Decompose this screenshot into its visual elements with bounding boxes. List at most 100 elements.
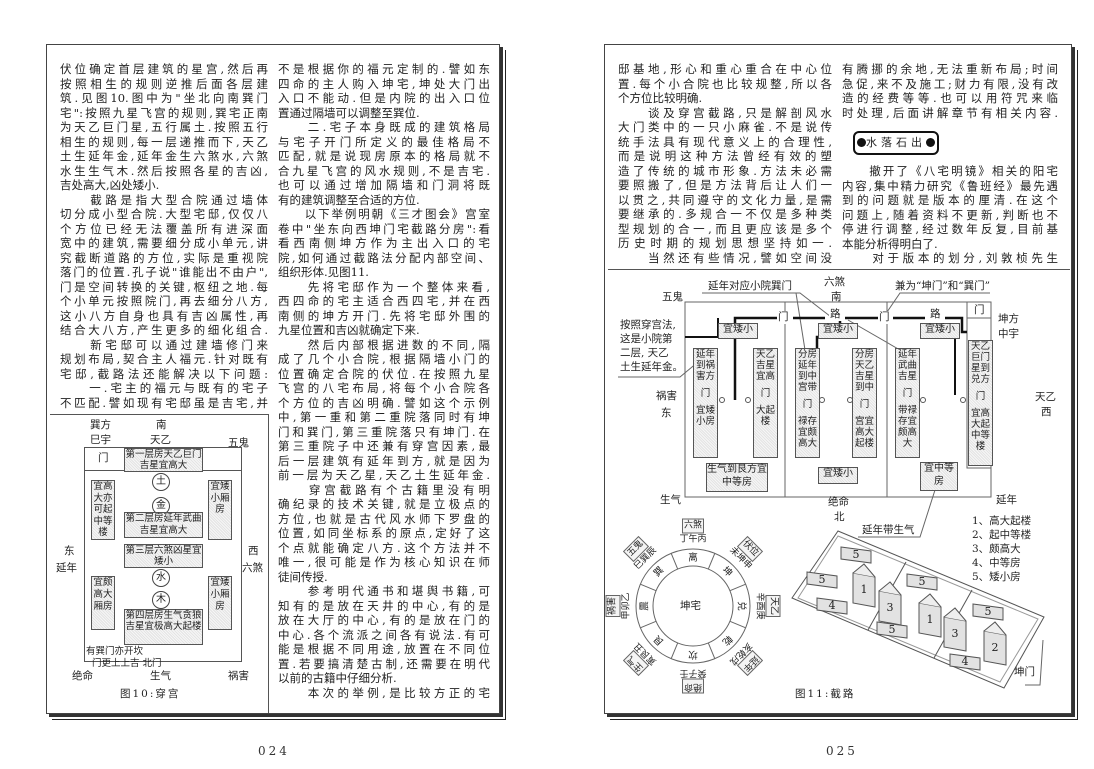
text-line: 个方位的吉凶明确.譬如这个示例 [278, 395, 490, 410]
building-4: 4 [816, 597, 848, 615]
room-column-door: 门 [902, 388, 913, 399]
compass-ring-label: 坎 [688, 648, 698, 660]
left-column-1: 伏位确定首层建筑的星宫,然后再按照相生的规则逆推后面各层建筑.见图10.图中为"… [60, 62, 268, 410]
text-line: 放在大厅的中心,有的是放在门的 [278, 613, 490, 627]
text-line: 而是说明这种方法曾经有效的塑 [618, 149, 832, 163]
building-5: 5 [972, 603, 1004, 621]
small-room-box: 宜矮小 [818, 323, 858, 339]
text-line: 位置,如同坐标系的原点,定好了这 [278, 526, 490, 540]
road-label: 路 [929, 308, 942, 321]
side-box-right-top: 宜矮小厢房 [208, 480, 232, 540]
compass-mountain-label: 辛酉庚 [754, 592, 765, 620]
compass-divider [707, 553, 716, 570]
text-line: 九星位置和吉凶就确定下来. [278, 323, 420, 337]
label-jueming: 绝命 [828, 496, 849, 508]
label-liusha: 六煞 [824, 276, 845, 288]
text-line: 吉处高大,凶处矮小. [60, 178, 160, 192]
room-column-box: 延年武曲吉星门带禄存宜颇高大 [895, 348, 920, 458]
section-heading: 水落石出 [853, 131, 939, 155]
text-line: 停进行调整,经过数年反复,目前基 [842, 222, 1058, 236]
callout-leader [795, 292, 806, 351]
label-kunfang: 坤方 [998, 313, 1019, 325]
callout-note-line: 二层, 天乙 [620, 347, 669, 359]
text-line: 个方位已经无法覆盖所有进深面 [60, 221, 268, 236]
text-line: 后一层建筑有延年到方,就是因为 [278, 453, 490, 468]
room-column-door: 门 [700, 388, 711, 399]
compass-ring-label: 离 [688, 552, 698, 564]
room-column-door: 门 [975, 391, 986, 402]
text-line: 西四命的宅主适合西四宅,并在西 [278, 294, 490, 308]
right-column-2-bottom: 撤开了《八宅明镜》相关的阳宅内容,集中精力研究《鲁班经》最先遇到的问题就是版本的… [842, 164, 1058, 266]
door-label: 门 [878, 311, 891, 324]
label-yannian-shengqi: 延年带生气 [862, 524, 915, 536]
building-number: 3 [887, 601, 894, 614]
text-line: 土生延年金,延年金生六煞水,六煞 [60, 149, 268, 163]
text-line: 时处理,后面讲解章节有相关内容. [842, 105, 1058, 120]
text-line: 知有的是放在天井的中心,有的是 [278, 598, 490, 613]
right-page-frame [604, 44, 1072, 714]
text-line: 确纪录的技术关键,就是立极点的 [278, 497, 490, 511]
left-page-number: 024 [258, 744, 290, 758]
label-wugui: 五鬼 [228, 437, 249, 449]
callout-note-line: 土生延年金。 [620, 361, 683, 373]
compass-inner-ring [652, 565, 734, 647]
text-line: 成了几个小合院,根据隔墙小门的 [278, 352, 490, 366]
room-column-bottom: 宜矮小房 [695, 405, 715, 427]
element-wood-icon: 木 [152, 591, 170, 609]
text-line: 位置确定合院的伏位.在按照九星 [278, 366, 490, 381]
text-line: 能是根据不同用途,放置在不同位 [278, 642, 490, 656]
text-line: 一.宅主的福元与既有的宅子 [60, 381, 268, 395]
text-line: 宅":按照九星飞宫的规则,巽宅正南 [60, 105, 268, 120]
building-2: 2 [983, 621, 1007, 666]
left-column-2: 不是根据你的福元定制的.譬如东四命的主人购入坤宅,坤处大门出入口不能动.但是内院… [278, 62, 490, 700]
building-1: 1 [918, 593, 942, 638]
room-column-box: 天乙巨门星到兑方门宜高大起中等楼 [968, 340, 993, 466]
legend-item: 2、起中等楼 [972, 529, 1032, 541]
building-number: 4 [962, 655, 969, 668]
text-line: 置.若要搞清楚古制,还需要在明代 [278, 656, 490, 671]
label-kunmen: 坤门 [1014, 666, 1035, 678]
text-line: 截路是指大型合院通过墙体 [60, 192, 268, 207]
building-3: 3 [943, 607, 967, 652]
ornament-icon [857, 138, 866, 147]
text-line: 有腾挪的余地,无法重新布局;时间 [842, 62, 1058, 76]
text-line: 要照搬了,但是方法背后让人们一 [618, 178, 832, 192]
legend-item: 5、矮小房 [972, 571, 1021, 583]
text-line: 历史时期的规划思想坚持如一. [618, 236, 832, 250]
building-5: 5 [876, 621, 908, 639]
text-line: 置通过隔墙可以调整至巽位. [278, 105, 420, 120]
callout-leader [1025, 639, 1044, 686]
text-line: 相生的规则,每一层递推而下,天乙 [60, 134, 268, 149]
label-door: 门 [98, 452, 109, 464]
text-line: 要继承的.多规合一不仅是多种类 [618, 207, 832, 221]
room-column-door: 门 [760, 388, 771, 399]
callout-note: 按照穿宫法, 这是小院第 二层, 天乙 土生延年金。 [620, 318, 683, 374]
text-line: 本能分析得明白了. [842, 236, 938, 251]
text-line: 与宅子开门所定义的最佳格局不 [278, 134, 490, 149]
text-line: 穿宫截路有个古籍里没有明 [278, 482, 490, 497]
text-line: 按照相生的规则逆推后面各层建 [60, 76, 268, 91]
label-liusha: 六煞 [242, 562, 263, 574]
compass-divider [729, 620, 746, 629]
compass-outer-ring [635, 548, 751, 664]
text-line: 落门的位置.孔子说"谁能出不由户", [60, 265, 268, 279]
room-column-top: 分房延年到中宫带 [797, 349, 817, 393]
text-line: 中心.各个流派之间各有说法.有可 [278, 627, 490, 642]
callout-leader [618, 361, 699, 378]
text-line: 规划布局,契合主人福元.针对既有 [60, 352, 268, 366]
text-line: 筑.见图10.图中为"坐北向南巽门 [60, 91, 268, 105]
label-wugui: 五鬼 [662, 291, 683, 303]
building-number: 4 [829, 599, 836, 612]
text-line: 有的建筑调整至合适的方位. [278, 192, 420, 207]
building-number: 1 [861, 583, 868, 596]
floor-4-box: 第四层房生气贪狼吉星宜极高大起楼 [124, 609, 203, 645]
building-number: 5 [985, 605, 992, 618]
text-line: 置.每个小合院也比较规整,所以各 [618, 76, 832, 91]
compass-divider [707, 642, 716, 659]
room-column-door: 门 [802, 399, 813, 410]
text-line: 邸基地,形心和重心重合在中心位 [618, 62, 832, 76]
text-line: 造的经费等等.也可以用符咒来临 [842, 91, 1058, 105]
element-earth-icon: 土 [152, 473, 170, 491]
building-5: 5 [840, 546, 872, 564]
